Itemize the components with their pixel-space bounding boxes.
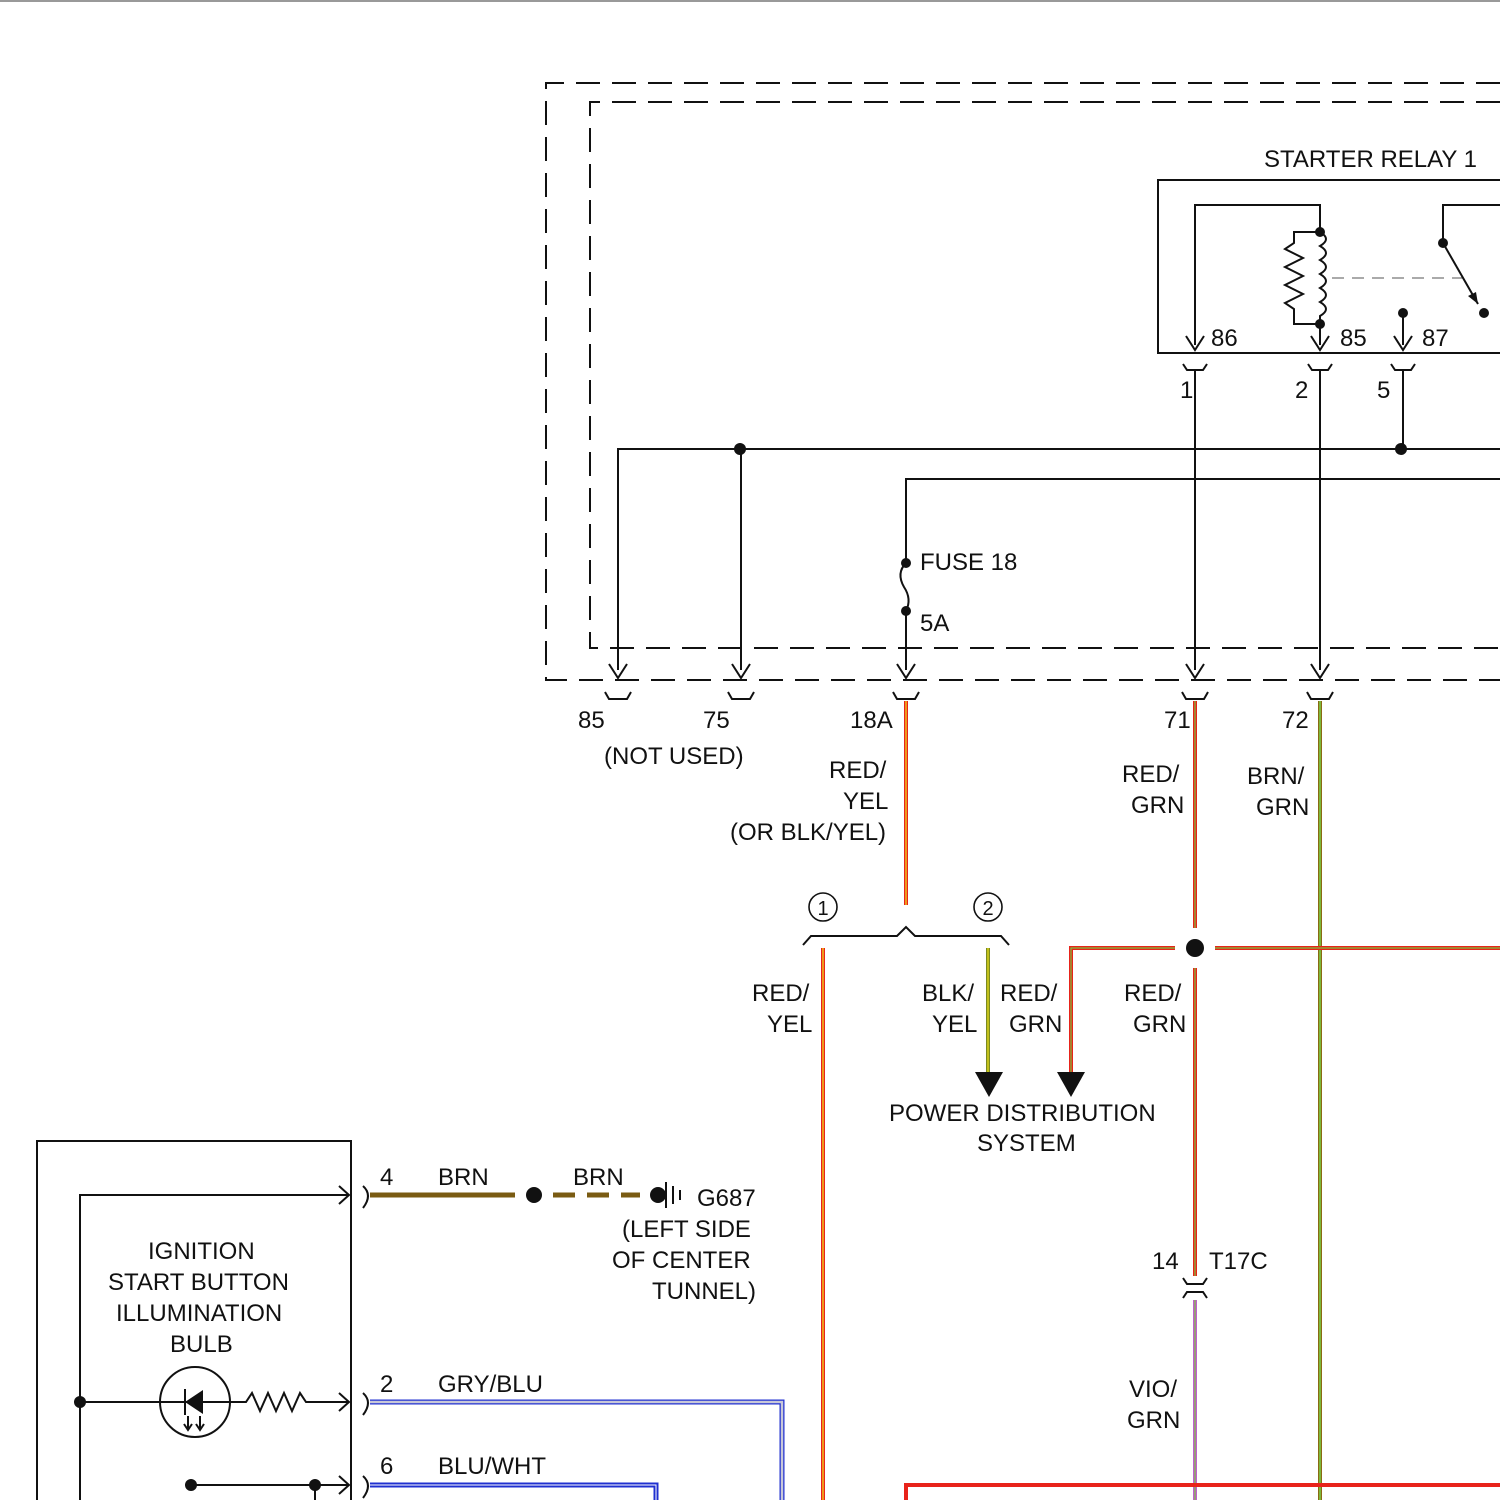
conn-14-label: 14 [1152, 1248, 1179, 1275]
pin-85-label: 85 [1340, 325, 1367, 352]
pin-2-label: 2 [380, 1371, 393, 1398]
wire-brn-label-1: BRN [438, 1164, 489, 1191]
wire-vio-label-2: GRN [1127, 1407, 1180, 1434]
wire-t17-label-2: GRN [1133, 1011, 1186, 1038]
wire-v1-label-1: RED/ [752, 980, 810, 1007]
relay-wire-30 [1443, 205, 1500, 243]
conn-5-label: 5 [1377, 377, 1390, 404]
socket-1 [1183, 364, 1207, 370]
wire-blu-wht [370, 1485, 656, 1500]
term-72-label: 72 [1282, 707, 1309, 734]
wire-18a-label-1: RED/ [829, 757, 887, 784]
term-75-label: 75 [703, 707, 730, 734]
switch-arrow [1468, 292, 1478, 304]
pds-label-1: POWER DISTRIBUTION [889, 1100, 1156, 1127]
conn-t17c-label: T17C [1209, 1248, 1268, 1275]
wire-bottom-red [906, 1485, 1500, 1500]
pds-arrow-2 [1057, 1072, 1085, 1097]
pin-6-label: 6 [380, 1453, 393, 1480]
resistor-symbol [230, 1393, 349, 1411]
wire-pds-label-1: RED/ [1000, 980, 1058, 1007]
pin-4-label: 4 [380, 1164, 393, 1191]
wire-71-label-2: GRN [1131, 792, 1184, 819]
bulb-label-3: ILLUMINATION [116, 1300, 282, 1327]
variant-1-label: 1 [817, 898, 828, 920]
socket-pin-6 [363, 1476, 368, 1498]
not-used-label: (NOT USED) [604, 743, 744, 770]
ground-node [650, 1187, 666, 1203]
wire-v1-label-2: YEL [767, 1011, 812, 1038]
term-18a-label: 18A [850, 707, 893, 734]
pds-arrow-1 [975, 1072, 1003, 1097]
variant-2-label: 2 [982, 898, 993, 920]
led-light-arrows [184, 1416, 204, 1430]
coil-node-top [1315, 227, 1325, 237]
switch-contact-87 [1479, 308, 1489, 318]
fuse-symbol [900, 563, 908, 611]
fuse-label: FUSE 18 [920, 549, 1017, 576]
relay-coil [1320, 232, 1326, 324]
wire-71-label-1: RED/ [1122, 761, 1180, 788]
variant-brace [803, 927, 1009, 945]
bulb-label-4: BULB [170, 1331, 233, 1358]
wire-18a-label-3: (OR BLK/YEL) [730, 819, 886, 846]
wire-pds-label-2: GRN [1009, 1011, 1062, 1038]
socket-5 [1391, 364, 1415, 370]
wire-18a-label-2: YEL [843, 788, 888, 815]
term-71-label: 71 [1164, 707, 1191, 734]
conn-1-label: 1 [1180, 377, 1193, 404]
conn-2-label: 2 [1295, 377, 1308, 404]
ground-splice-node [526, 1187, 542, 1203]
wire-t17-label-1: RED/ [1124, 980, 1182, 1007]
t17c-upper [1183, 1278, 1207, 1284]
pin-86-label: 86 [1211, 325, 1238, 352]
wire-brn-label-2: BRN [573, 1164, 624, 1191]
ground-label: G687 [697, 1185, 756, 1212]
wire-72-label-2: GRN [1256, 794, 1309, 821]
term-85-label: 85 [578, 707, 605, 734]
wire-vio-label-1: VIO/ [1129, 1376, 1177, 1403]
wire-72-label-1: BRN/ [1247, 763, 1305, 790]
socket-2 [1308, 364, 1332, 370]
socket-pin-2 [363, 1393, 368, 1415]
splice-node [1186, 939, 1204, 957]
ground-location-3: TUNNEL) [652, 1278, 756, 1305]
wire-v2-label-1: BLK/ [922, 980, 974, 1007]
wire-blu-wht-label: BLU/WHT [438, 1453, 546, 1480]
ground-icon [666, 1182, 680, 1208]
bulb-label-1: IGNITION [148, 1238, 255, 1265]
t17c-lower [1183, 1292, 1207, 1298]
relay-coil-resistor [1285, 232, 1320, 324]
wire-v2-label-2: YEL [932, 1011, 977, 1038]
ground-location-1: (LEFT SIDE [622, 1216, 751, 1243]
pin-87-label: 87 [1422, 325, 1449, 352]
fuse-rating: 5A [920, 610, 949, 637]
bulb-label-2: START BUTTON [108, 1269, 289, 1296]
starter-relay-label: STARTER RELAY 1 [1264, 146, 1477, 173]
pds-label-2: SYSTEM [977, 1130, 1076, 1157]
inner-box-dashed [590, 102, 1500, 648]
bus-line-85 [618, 449, 1500, 670]
socket-pin-4 [363, 1186, 368, 1208]
wire-gry-blu-label: GRY/BLU [438, 1371, 543, 1398]
ground-location-2: OF CENTER [612, 1247, 751, 1274]
